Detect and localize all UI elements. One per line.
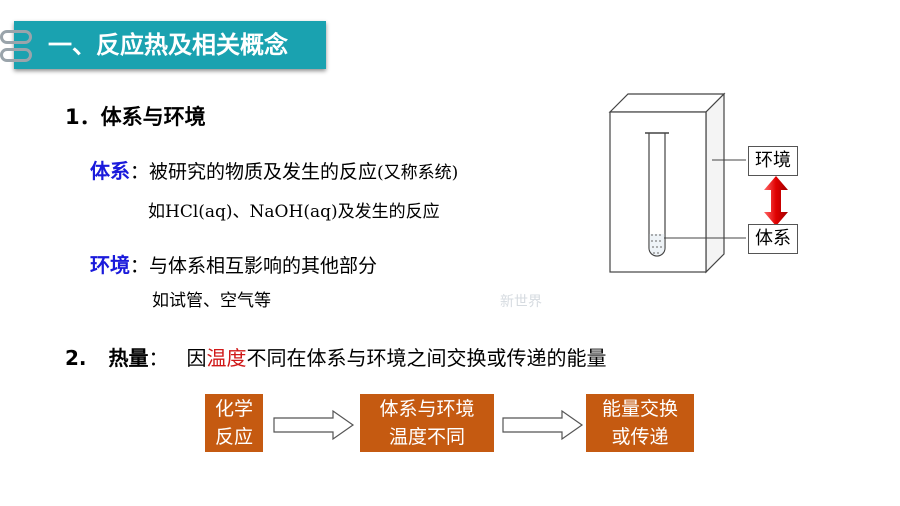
system-aside: (又称系统) <box>377 163 459 183</box>
system-definition-line: 体系：被研究的物质及发生的反应(又称系统) <box>90 155 458 184</box>
page-title: 一、反应热及相关概念 <box>48 31 288 59</box>
surroundings-colon: ： <box>130 255 150 277</box>
binder-ring-icon <box>0 48 32 62</box>
system-definition: 被研究的物质及发生的反应 <box>149 161 378 183</box>
section2-colon: ： <box>148 346 169 370</box>
box-side-face <box>705 92 725 274</box>
flow-box2-line1: 体系与环境 <box>379 398 475 420</box>
section2-number: 2. <box>65 346 87 370</box>
box-top-face <box>608 93 726 113</box>
flow-box3-line2: 或传递 <box>611 426 669 448</box>
section2-line: 2. 热量： 因温度不同在体系与环境之间交换或传递的能量 <box>65 342 607 371</box>
flow-box3-line1: 能量交换 <box>601 398 678 420</box>
surroundings-definition-line: 环境：与体系相互影响的其他部分 <box>90 249 377 278</box>
double-arrow-icon <box>764 176 788 226</box>
label-system: 体系 <box>748 224 798 254</box>
binder-ring-icon <box>0 30 32 44</box>
flow-box-temperature-difference: 体系与环境 温度不同 <box>360 394 494 452</box>
flow-box2-line2: 温度不同 <box>388 426 465 448</box>
heat-term: 热量 <box>108 346 149 370</box>
surroundings-definition: 与体系相互影响的其他部分 <box>149 255 378 277</box>
system-colon: ： <box>130 161 150 183</box>
surroundings-term: 环境 <box>90 253 130 277</box>
system-term: 体系 <box>90 159 130 183</box>
flow-box1-line2: 反应 <box>214 426 253 448</box>
heat-def-suffix: 不同在体系与环境之间交换或传递的能量 <box>246 346 607 370</box>
surroundings-example: 如试管、空气等 <box>152 291 271 311</box>
label-surroundings: 环境 <box>748 146 798 176</box>
flow-arrow-icon <box>273 409 355 441</box>
section1-number: 1． <box>65 105 101 129</box>
section1-heading: 1．体系与环境 <box>65 101 206 131</box>
flow-box-chemical-reaction: 化学 反应 <box>205 394 263 452</box>
header-banner <box>14 21 326 69</box>
system-surroundings-diagram <box>608 92 788 274</box>
watermark-logo: 新世界 <box>500 294 542 310</box>
test-tube-icon <box>648 133 666 257</box>
section1-title: 体系与环境 <box>100 105 206 129</box>
system-example: 如HCl(aq)、NaOH(aq)及发生的反应 <box>148 202 440 222</box>
flow-arrow-icon <box>502 409 584 441</box>
flow-box1-line1: 化学 <box>214 398 253 420</box>
heat-def-highlight: 温度 <box>206 346 247 370</box>
flow-box-energy-exchange: 能量交换 或传递 <box>586 394 694 452</box>
heat-def-prefix: 因 <box>186 346 207 370</box>
